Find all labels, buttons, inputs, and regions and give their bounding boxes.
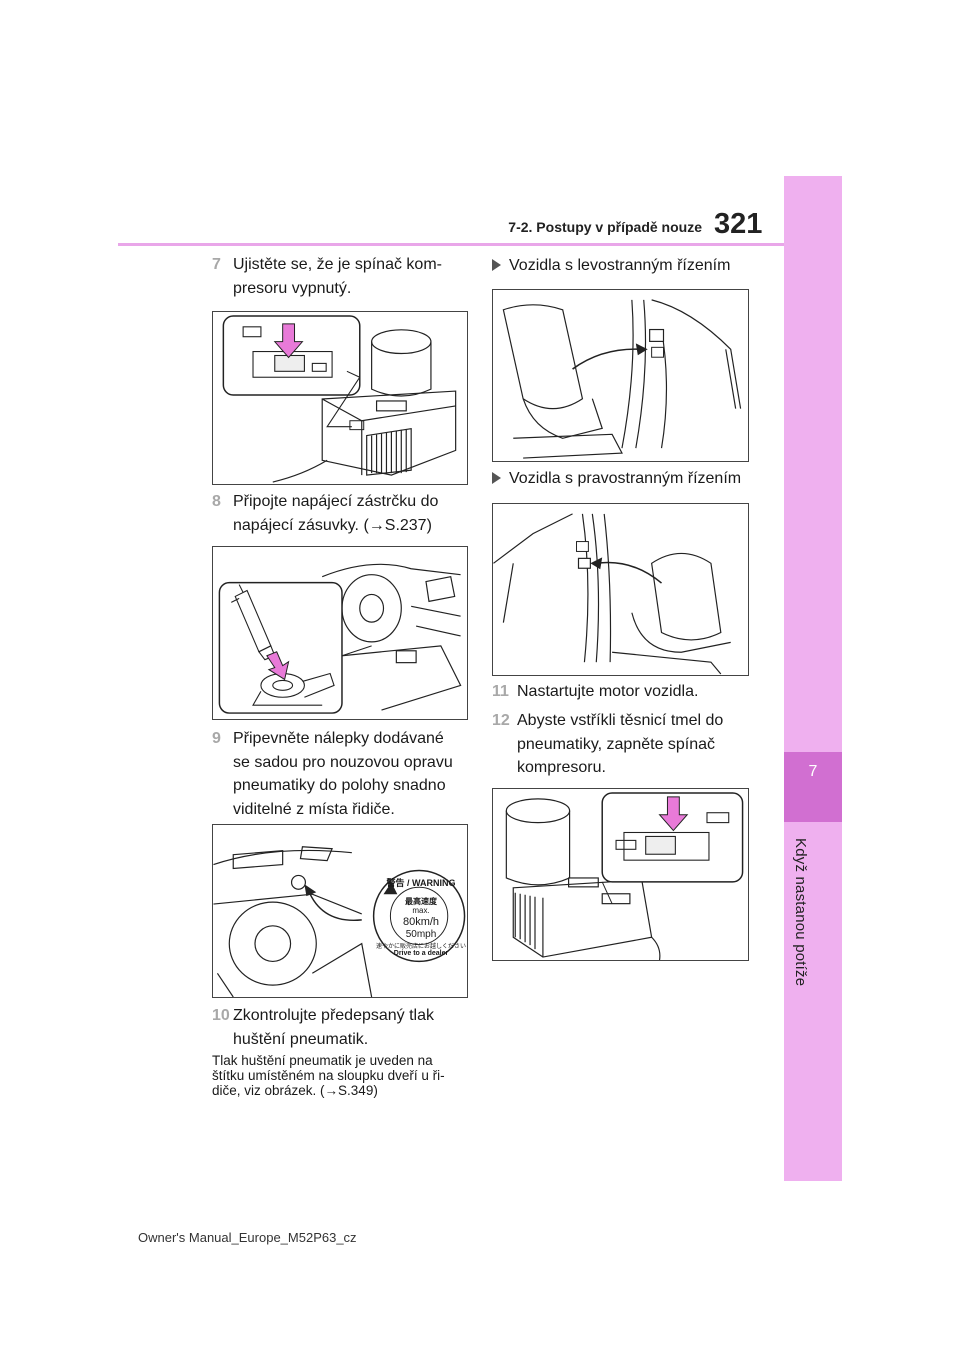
compressor-on-illustration — [505, 792, 744, 960]
sticker-bottom-text: Drive to a dealer — [393, 950, 449, 957]
lhd-pillar-illustration — [502, 299, 742, 459]
note-line: štítku umístěném na sloupku dveří u ři- — [212, 1068, 445, 1083]
step-line: Abyste vstříkli těsnicí tmel do — [517, 712, 724, 729]
section-title: 7-2. Postupy v případě nouze — [508, 219, 702, 235]
sticker-jp-bottom: 速やかに販売店にお越しください — [375, 944, 466, 950]
page-number: 321 — [714, 208, 763, 240]
step-line: presoru vypnutý. — [233, 279, 352, 297]
bullet-lhd: Vozidla s levostranným řízením — [492, 257, 730, 275]
figure-compressor-switch-off — [212, 311, 468, 485]
step-number: 7 — [212, 256, 221, 273]
step-number: 11 — [492, 683, 509, 700]
step-line: napájecí zásuvky. (→S.237) — [233, 516, 432, 534]
compressor-illustration — [222, 315, 457, 483]
step-line: pneumatiky do polohy snadno — [233, 777, 446, 794]
triangle-bullet-icon — [492, 259, 501, 271]
power-plug-illustration — [218, 563, 462, 714]
bullet-text: Vozidla s levostranným řízením — [509, 257, 731, 274]
sticker-jp-speed: 最高速度 — [405, 897, 437, 906]
figure-sticker-placement: 警告 / WARNING 最高速度 max. 80km/h 50mph 速やかに… — [212, 824, 468, 998]
step-12: 12 Abyste vstříkli těsnicí tmel do pneum… — [492, 709, 762, 780]
sticker-top-text: 警告 / WARNING — [386, 878, 456, 888]
step-number: 9 — [212, 730, 221, 747]
step-7: 7 Ujistěte se, že je spínač kom- presoru… — [212, 253, 472, 300]
step-number: 10 — [212, 1007, 230, 1024]
step-line: Nastartujte motor vozidla. — [517, 683, 699, 700]
bullet-rhd: Vozidla s pravostranným řízením — [492, 470, 741, 488]
step-11: 11 Nastartujte motor vozidla. — [492, 680, 762, 704]
step-number: 8 — [212, 493, 221, 510]
figure-power-plug — [212, 546, 468, 720]
sticker-illustration — [213, 846, 466, 997]
triangle-bullet-icon — [492, 472, 501, 484]
chapter-tab: 7 Když nastanou potíže — [784, 176, 842, 1181]
step-line: Zkontrolujte předepsaný tlak — [233, 1007, 434, 1024]
chapter-number-box — [784, 752, 842, 822]
step-10: 10 Zkontrolujte předepsaný tlak huštění … — [212, 1004, 472, 1051]
figure-lhd-pillar — [492, 289, 749, 462]
note-line: diče, viz obrázek. (→S.349) — [212, 1083, 378, 1098]
step-line: Ujistěte se, že je spínač kom- — [233, 256, 442, 273]
step-line: viditelné z místa řidiče. — [233, 800, 395, 818]
rhd-pillar-illustration — [493, 513, 731, 675]
step-line: kompresoru. — [517, 759, 606, 776]
pressure-note: Tlak huštění pneumatik je uveden na štít… — [212, 1053, 474, 1098]
chapter-label: Když nastanou potíže — [792, 838, 809, 987]
step-number: 12 — [492, 712, 510, 729]
step-line: Připevněte nálepky dodávané — [233, 730, 444, 747]
step-8: 8 Připojte napájecí zástrčku do napájecí… — [212, 490, 472, 537]
figure-rhd-pillar — [492, 503, 749, 676]
note-line: Tlak huštění pneumatik je uveden na — [212, 1053, 433, 1068]
chapter-number: 7 — [808, 763, 818, 780]
step-line: se sadou pro nouzovou opravu — [233, 753, 453, 771]
step-line: Připojte napájecí zástrčku do — [233, 493, 439, 510]
sticker-kmh: 80km/h — [402, 916, 440, 928]
sticker-max: max. — [412, 906, 430, 915]
step-9: 9 Připevněte nálepky dodávané se sadou p… — [212, 727, 482, 821]
header-rule — [118, 243, 784, 246]
step-line: pneumatiky, zapněte spínač — [517, 735, 716, 753]
footer-text: Owner's Manual_Europe_M52P63_cz — [138, 1230, 357, 1245]
warning-sticker: 警告 / WARNING 最高速度 max. 80km/h 50mph 速やかに… — [375, 871, 467, 963]
step-line: huštění pneumatik. — [233, 1030, 369, 1048]
bullet-text: Vozidla s pravostranným řízením — [509, 470, 742, 487]
sticker-mph: 50mph — [405, 929, 437, 940]
figure-compressor-switch-on — [492, 788, 749, 961]
